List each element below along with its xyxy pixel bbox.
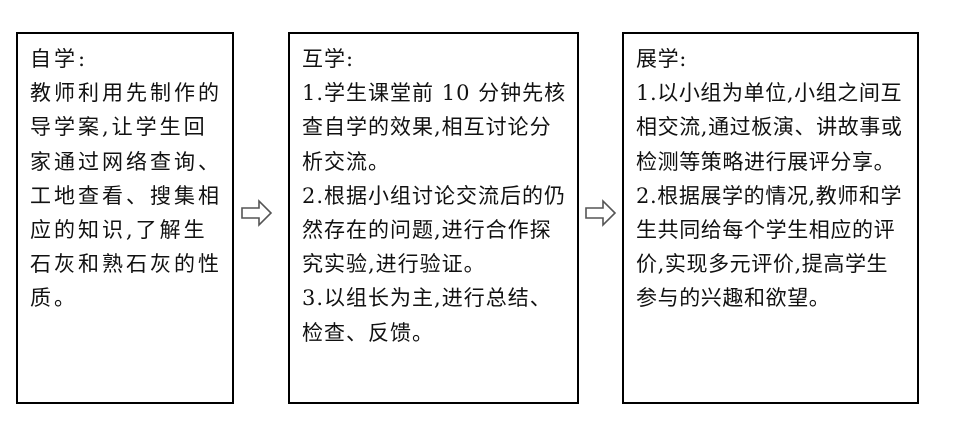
self-study-title: 自学: [30,47,89,71]
mutual-study-title: 互学: [302,47,355,71]
mutual-study-item: 1.学生课堂前 10 分钟先核查自学的效果,相互讨论分析交流。 [302,81,567,174]
self-study-box: 自学: 教师利用先制作的导学案,让学生回家通过网络查询、工地查看、搜集相应的知识… [16,32,234,404]
hollow-right-arrow-icon [241,199,273,227]
mutual-study-item: 3.以组长为主,进行总结、检查、反馈。 [302,286,552,345]
showcase-study-title: 展学: [636,47,687,71]
self-study-text: 教师利用先制作的导学案,让学生回家通过网络查询、工地查看、搜集相应的知识,了解生… [30,81,222,311]
showcase-study-item: 2.根据展学的情况,教师和学生共同给每个学生相应的评价,实现多元评价,提高学生参… [636,183,903,311]
mutual-study-item: 2.根据小组讨论交流后的仍然存在的问题,进行合作探究实验,进行验证。 [302,183,567,277]
showcase-study-item: 1.以小组为单位,小组之间互相交流,通过板演、讲故事或检测等策略进行展评分享。 [636,81,903,174]
mutual-study-box: 互学: 1.学生课堂前 10 分钟先核查自学的效果,相互讨论分析交流。 2.根据… [288,32,579,404]
hollow-right-arrow-icon [585,199,617,227]
showcase-study-box: 展学: 1.以小组为单位,小组之间互相交流,通过板演、讲故事或检测等策略进行展评… [622,32,919,404]
